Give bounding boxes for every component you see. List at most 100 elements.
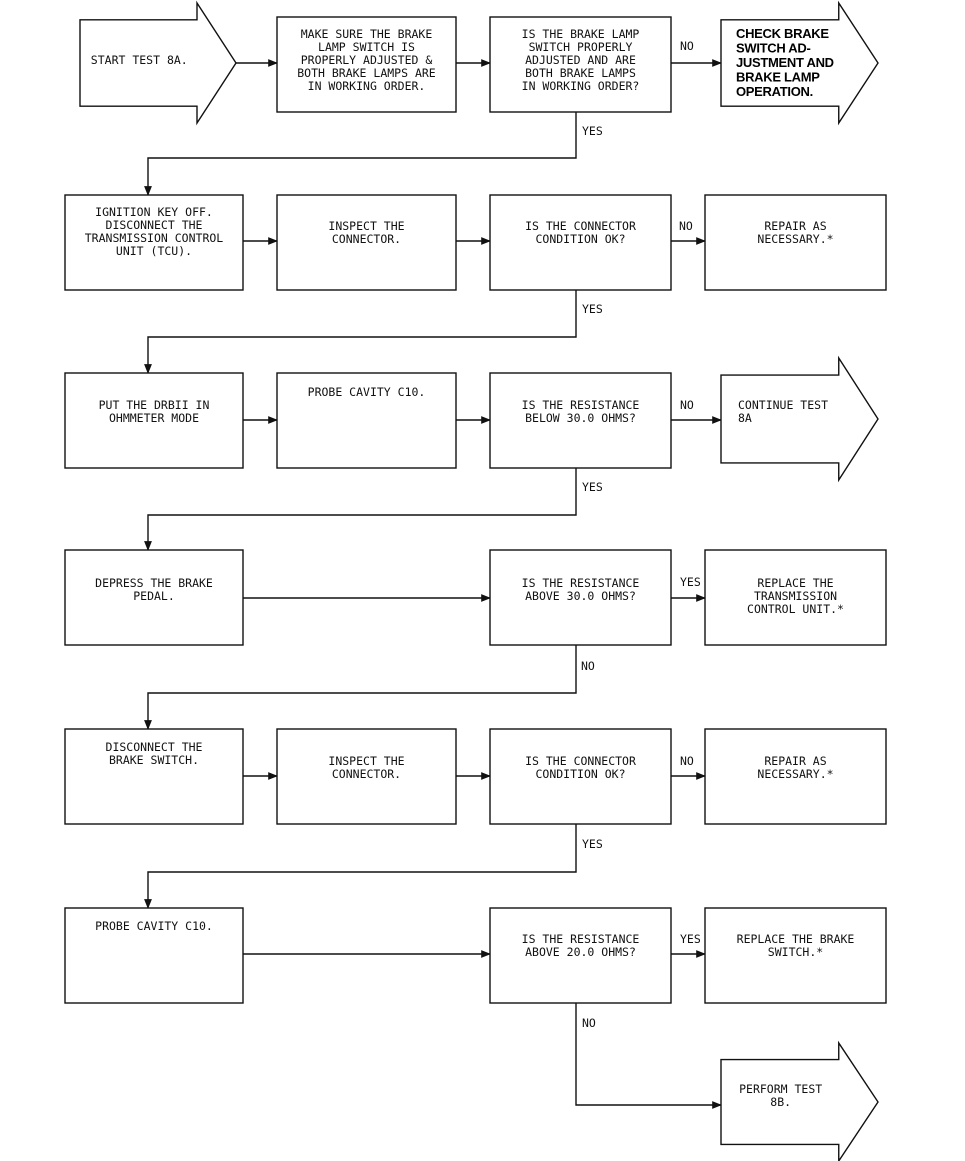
node-text-line: BOTH BRAKE LAMPS ARE bbox=[297, 66, 436, 80]
box-shape bbox=[489, 549, 672, 646]
box-shape bbox=[489, 728, 672, 825]
node-text-line: REPAIR AS bbox=[764, 754, 826, 768]
node-start: START TEST 8A. bbox=[79, 0, 237, 126]
connector-line bbox=[144, 645, 577, 730]
node-text-line: CONDITION OK? bbox=[535, 767, 625, 781]
node-text-line: OHMMETER MODE bbox=[109, 411, 199, 425]
box-shape bbox=[489, 372, 672, 469]
node-text-line: BELOW 30.0 OHMS? bbox=[525, 411, 636, 425]
node-text-line: ABOVE 20.0 OHMS? bbox=[525, 945, 636, 959]
arrow-shape bbox=[720, 355, 879, 483]
node-text-line: IS THE RESISTANCE bbox=[522, 576, 640, 590]
node-text-line: IS THE RESISTANCE bbox=[522, 398, 640, 412]
node-text-line: UNIT (TCU). bbox=[116, 244, 192, 258]
edge-label: YES bbox=[582, 302, 603, 316]
node-text-line: PROBE CAVITY C10. bbox=[308, 385, 426, 399]
edge-label: YES bbox=[680, 932, 701, 946]
connector-line bbox=[144, 290, 577, 374]
node-probe-2: PROBE CAVITY C10. bbox=[64, 907, 244, 1004]
edge-q2-yes: YES bbox=[144, 824, 603, 909]
node-text-line: REPLACE THE BRAKE bbox=[737, 932, 855, 946]
node-text-line: TRANSMISSION CONTROL bbox=[85, 231, 224, 245]
node-text-line: NECESSARY.* bbox=[757, 232, 833, 246]
edge-label: YES bbox=[582, 837, 603, 851]
node-text-line: CONDITION OK? bbox=[535, 232, 625, 246]
box-shape bbox=[276, 728, 457, 825]
node-text-line: REPLACE THE bbox=[757, 576, 833, 590]
node-text-line: SWITCH PROPERLY bbox=[529, 40, 633, 54]
edge-label: NO bbox=[680, 39, 694, 53]
node-text-line: IS THE BRAKE LAMP bbox=[522, 27, 640, 41]
node-text-line: NECESSARY.* bbox=[757, 767, 833, 781]
node-text-line: LAMP SWITCH IS bbox=[318, 40, 415, 54]
node-text-line: PROPERLY ADJUSTED & bbox=[301, 53, 433, 67]
box-shape bbox=[64, 907, 244, 1004]
box-shape bbox=[64, 728, 244, 825]
node-text-line: 8A bbox=[738, 411, 752, 425]
node-text-line: REPAIR AS bbox=[764, 219, 826, 233]
node-text-line: IS THE CONNECTOR bbox=[525, 754, 636, 768]
box-shape bbox=[276, 194, 457, 291]
node-text-line: DISCONNECT THE bbox=[106, 218, 203, 232]
edge-q30-no: NO bbox=[671, 398, 722, 424]
node-text-line: INSPECT THE bbox=[328, 754, 404, 768]
box-shape bbox=[489, 16, 672, 113]
node-text-line: 8B. bbox=[770, 1095, 791, 1109]
node-text-line: BOTH BRAKE LAMPS bbox=[525, 66, 636, 80]
node-text-line: IS THE RESISTANCE bbox=[522, 932, 640, 946]
node-text-line: JUSTMENT AND bbox=[736, 55, 834, 70]
edge-label: NO bbox=[680, 754, 694, 768]
arrow-shape bbox=[720, 0, 879, 126]
node-text-line: PROBE CAVITY C10. bbox=[95, 919, 213, 933]
node-text-line: IS THE CONNECTOR bbox=[525, 219, 636, 233]
connector-line bbox=[144, 824, 577, 909]
box-shape bbox=[704, 549, 887, 646]
node-text-line: SWITCH AD- bbox=[736, 41, 811, 56]
edge-label: YES bbox=[582, 480, 603, 494]
arrow-shape bbox=[720, 1040, 879, 1161]
edge-label: YES bbox=[680, 575, 701, 589]
node-text-line: CONTROL UNIT.* bbox=[747, 602, 844, 616]
connector-line bbox=[144, 112, 577, 196]
node-text-line: ADJUSTED AND ARE bbox=[525, 53, 636, 67]
edge-label: YES bbox=[582, 124, 603, 138]
node-text-line: PEDAL. bbox=[133, 589, 175, 603]
node-text-line: CONNECTOR. bbox=[332, 767, 401, 781]
edge-q1-yes: YES bbox=[144, 290, 603, 374]
box-shape bbox=[64, 194, 244, 291]
connector-line bbox=[575, 1003, 722, 1109]
box-shape bbox=[704, 728, 887, 825]
node-text-line: INSPECT THE bbox=[328, 219, 404, 233]
node-text-line: PUT THE DRBII IN bbox=[99, 398, 210, 412]
edge-label: NO bbox=[581, 659, 595, 673]
node-text-line: IN WORKING ORDER. bbox=[308, 79, 426, 93]
box-shape bbox=[489, 194, 672, 291]
box-shape bbox=[704, 194, 887, 291]
edge-qa30-yes: YES bbox=[671, 575, 706, 602]
arrow-shape bbox=[79, 0, 237, 126]
box-shape bbox=[276, 16, 457, 113]
node-text-line: DISCONNECT THE bbox=[106, 740, 203, 754]
node-text-line: DEPRESS THE BRAKE bbox=[95, 576, 213, 590]
node-text-line: TRANSMISSION bbox=[754, 589, 837, 603]
node-text-line: ABOVE 30.0 OHMS? bbox=[525, 589, 636, 603]
node-text-line: CONNECTOR. bbox=[332, 232, 401, 246]
edge-q1-no: NO bbox=[671, 219, 706, 245]
edge-q20-yes: YES bbox=[671, 932, 706, 958]
